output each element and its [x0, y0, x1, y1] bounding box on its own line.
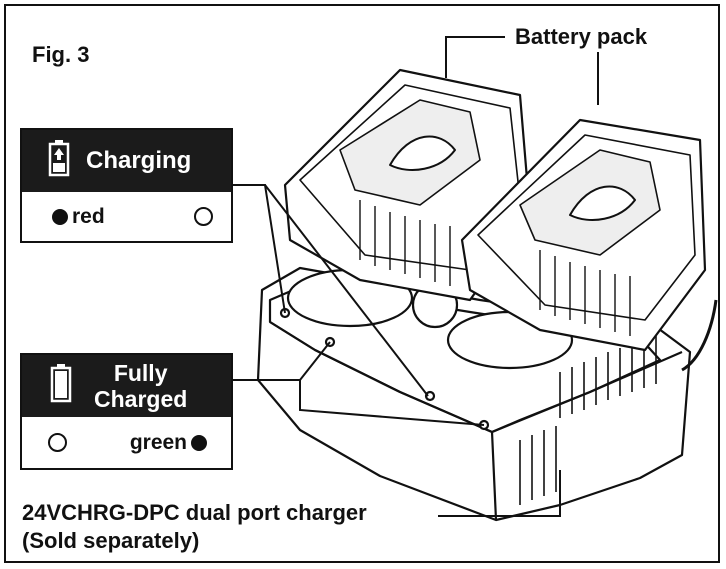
charging-status-box: Charging red	[20, 128, 233, 243]
leader-battery-left	[445, 36, 505, 78]
figure-frame	[4, 4, 720, 563]
battery-pack-callout: Battery pack	[515, 24, 648, 49]
charger-vents	[519, 336, 657, 505]
charger-front-edge	[269, 321, 498, 521]
leader-charging-2	[264, 184, 429, 397]
power-cable	[681, 299, 718, 372]
leader-charger	[438, 470, 561, 517]
charged-led-label: green	[129, 430, 187, 454]
charged-status-box: Fully Charged green	[20, 353, 233, 470]
led-right	[424, 390, 436, 402]
charging-led-label: red	[72, 204, 105, 228]
charging-header: Charging	[22, 130, 231, 192]
charging-indicators: red	[22, 192, 231, 241]
red-led-indicator	[52, 208, 68, 225]
charging-unlit-indicator	[194, 207, 213, 226]
charged-title-line2: Charged	[94, 386, 188, 412]
figure-label: Fig. 3	[32, 42, 90, 67]
charged-unlit-indicator	[48, 433, 67, 452]
charged-indicators: green	[22, 417, 231, 468]
battery-full-icon	[50, 363, 72, 410]
battery-charging-icon	[48, 139, 70, 184]
green-led-indicator	[191, 434, 207, 451]
charged-title-line1: Fully	[113, 360, 168, 386]
charger-callout-line2: (Sold separately)	[22, 528, 200, 553]
charger-side-edge	[491, 350, 683, 434]
charging-title: Charging	[86, 147, 192, 174]
charged-header: Fully Charged	[22, 355, 231, 417]
leader-charged-2	[299, 380, 485, 426]
charger-callout-line1: 24VCHRG-DPC dual port charger	[22, 500, 367, 525]
